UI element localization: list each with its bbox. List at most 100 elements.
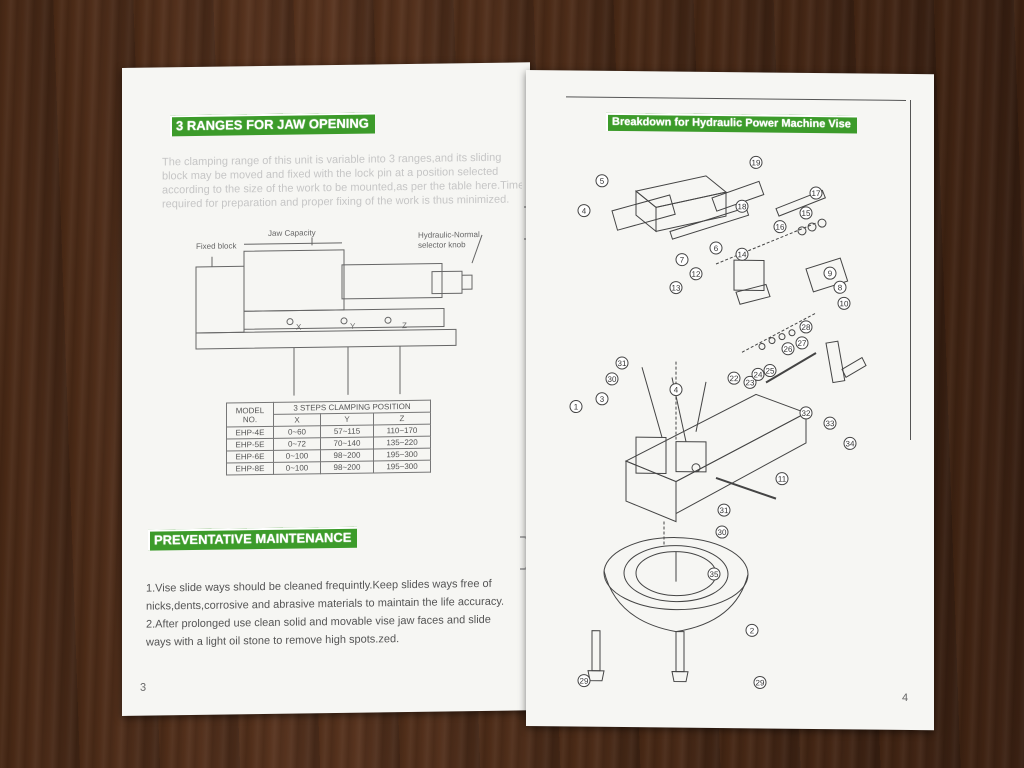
part-number-label: 28 [802, 323, 811, 332]
part-number-label: 24 [754, 370, 763, 379]
part-number-label: 7 [680, 256, 685, 265]
part-callout-circle [569, 400, 583, 414]
part-callout-circle [669, 383, 683, 397]
part-number-label: 5 [600, 177, 605, 186]
col-x-header: X [273, 413, 321, 427]
part-callout-circle [795, 336, 809, 350]
part-number-label: 29 [580, 677, 589, 686]
part-callout-circle [707, 567, 721, 581]
part-number-label: 18 [738, 202, 747, 211]
cell-model: EHP-5E [226, 438, 274, 452]
part-callout-circle [823, 266, 837, 280]
part-number-label: 31 [720, 506, 729, 515]
y-position-label: Y [350, 322, 356, 331]
jaw-opening-diagram: Fixed block Jaw Capacity Hydraulic-Norma… [195, 228, 483, 398]
breakdown-banner: Breakdown for Hydraulic Power Machine Vi… [606, 112, 857, 134]
cell-x: 0~60 [273, 425, 321, 439]
part-number-label: 23 [746, 378, 755, 387]
part-number-label: 35 [710, 570, 719, 579]
part-number-label: 15 [802, 209, 811, 218]
part-callout-circle [833, 280, 847, 294]
cell-x: 0~72 [273, 437, 321, 451]
part-number-label: 25 [766, 367, 775, 376]
part-number-label: 31 [618, 359, 627, 368]
part-callout-circle [823, 416, 837, 430]
part-callout-circle [595, 392, 609, 406]
fixed-block-label: Fixed block [196, 241, 237, 251]
cell-model: EHP-8E [226, 462, 274, 476]
part-number-label: 12 [692, 270, 701, 279]
maintenance-line: ways with a light oil stone to remove hi… [146, 633, 400, 649]
side-rule [910, 100, 911, 441]
part-number-label: 13 [672, 284, 681, 293]
header-rule [566, 96, 906, 101]
cell-y: 98~200 [320, 448, 374, 462]
cell-z: 195~300 [373, 460, 431, 473]
right-page: Breakdown for Hydraulic Power Machine Vi… [526, 70, 934, 731]
col-y-header: Y [320, 412, 374, 426]
part-number-label: 33 [826, 419, 835, 428]
clamping-table-wrap: MODEL NO. 3 STEPS CLAMPING POSITION X Y … [226, 400, 431, 476]
part-callout-circle [799, 406, 813, 420]
z-position-label: Z [402, 321, 407, 330]
page-number-left: 3 [140, 681, 147, 694]
part-callout-circle [843, 436, 857, 450]
x-position-label: X [296, 322, 302, 331]
cell-y: 70~140 [320, 436, 374, 450]
jaw-opening-title: 3 RANGES FOR JAW OPENING [176, 115, 369, 134]
part-callout-circle [577, 674, 591, 688]
part-callout-circle [799, 320, 813, 334]
part-number-label: 29 [756, 678, 765, 687]
part-callout-circle [799, 206, 813, 220]
part-number-label: 1 [574, 403, 579, 412]
part-callout-circle [595, 174, 609, 188]
breakdown-title: Breakdown for Hydraulic Power Machine Vi… [612, 115, 851, 131]
part-callout-circle [709, 241, 723, 255]
part-callout-circle [727, 371, 741, 385]
part-number-label: 26 [784, 345, 793, 354]
part-number-label: 9 [828, 269, 833, 278]
table-row: EHP-8E 0~100 98~200 195~300 [226, 460, 431, 476]
part-callout-circle [689, 267, 703, 281]
cell-z: 135~220 [373, 436, 431, 449]
maintenance-banner: PREVENTATIVE MAINTENANCE [148, 526, 358, 551]
selector-knob-label-1: Hydraulic-Normal [418, 230, 480, 240]
part-callout-circle [773, 220, 787, 234]
part-callout-circle [745, 623, 759, 637]
part-callout-circle [743, 375, 757, 389]
part-number-label: 22 [730, 374, 739, 383]
clamping-table: MODEL NO. 3 STEPS CLAMPING POSITION X Y … [226, 400, 431, 476]
part-number-label: 10 [840, 299, 849, 308]
part-number-label: 3 [600, 395, 605, 404]
part-number-label: 6 [714, 244, 719, 253]
cell-y: 98~200 [320, 460, 374, 474]
part-number-label: 2 [750, 626, 755, 635]
part-number-label: 16 [776, 223, 785, 232]
part-callout-circle [775, 472, 789, 486]
part-number-label: 32 [802, 409, 811, 418]
part-number-label: 8 [838, 283, 843, 292]
part-callout-circle [735, 199, 749, 213]
part-callout-circle [763, 364, 777, 378]
part-number-label: 4 [674, 386, 679, 395]
cell-z: 195~300 [373, 448, 431, 461]
part-callout-circle [837, 296, 851, 310]
part-callout-circle [753, 675, 767, 689]
maintenance-paragraph: 1.Vise slide ways should be cleaned freq… [146, 574, 522, 651]
model-no-header-text: NO. [242, 414, 258, 424]
maintenance-title: PREVENTATIVE MAINTENANCE [154, 529, 352, 548]
col-z-header: Z [373, 412, 431, 425]
part-callout-circle [669, 281, 683, 295]
part-callout-circle [749, 155, 763, 169]
part-number-label: 30 [608, 375, 617, 384]
jaw-opening-banner: 3 RANGES FOR JAW OPENING [170, 112, 375, 137]
part-callout-circle [781, 342, 795, 356]
part-number-label: 17 [812, 189, 821, 198]
part-number-label: 4 [582, 207, 587, 216]
cell-model: EHP-6E [226, 450, 274, 464]
page-number-right: 4 [902, 691, 909, 705]
model-header: MODEL NO. [226, 402, 274, 428]
part-callout-circle [577, 204, 591, 218]
